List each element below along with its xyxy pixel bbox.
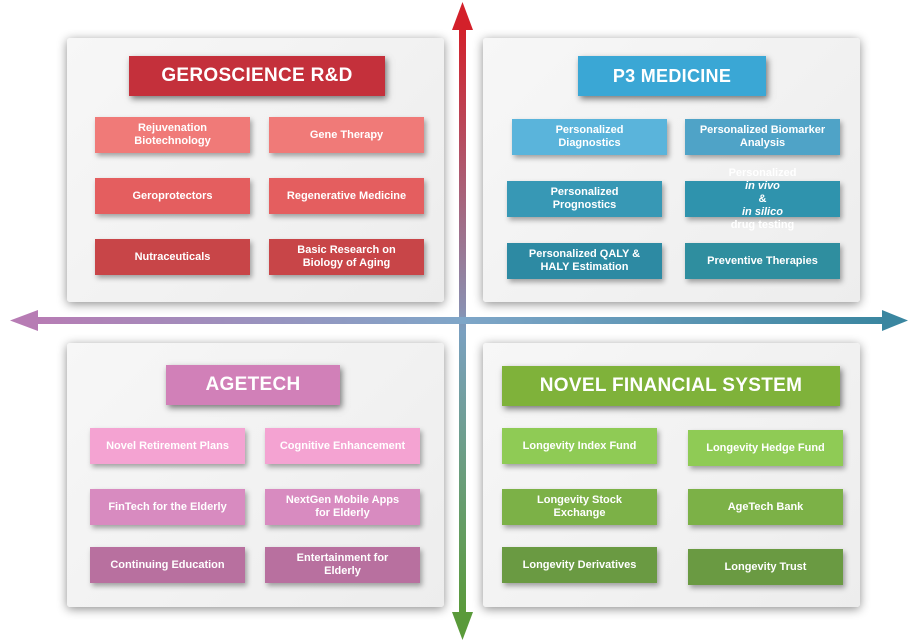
- geroscience-item-nutraceuticals: Nutraceuticals: [95, 239, 250, 275]
- financial-title: NOVEL FINANCIAL SYSTEM: [502, 366, 840, 406]
- axis-arrow-right-icon: [882, 310, 908, 331]
- p3-item-drug-testing: Personalized in vivo & in silico drug te…: [685, 167, 840, 231]
- agetech-item-education: Continuing Education: [90, 547, 245, 583]
- geroscience-item-geroprotectors: Geroprotectors: [95, 178, 250, 214]
- geroscience-item-regenerative-medicine: Regenerative Medicine: [269, 178, 424, 214]
- axis-arrow-up-icon: [452, 2, 473, 30]
- geroscience-item-gene-therapy: Gene Therapy: [269, 117, 424, 153]
- agetech-title: AGETECH: [166, 365, 340, 405]
- axis-arrow-left-icon: [10, 310, 38, 331]
- financial-item-trust: Longevity Trust: [688, 549, 843, 585]
- financial-item-hedge-fund: Longevity Hedge Fund: [688, 430, 843, 466]
- p3-item-preventive: Preventive Therapies: [685, 243, 840, 279]
- horizontal-axis-line: [36, 317, 886, 324]
- p3-title: P3 MEDICINE: [578, 56, 766, 96]
- agetech-item-cognitive: Cognitive Enhancement: [265, 428, 420, 464]
- axis-arrow-down-icon: [452, 612, 473, 640]
- agetech-item-fintech: FinTech for the Elderly: [90, 489, 245, 525]
- p3-item-qaly: Personalized QALY &HALY Estimation: [507, 243, 662, 279]
- financial-item-derivatives: Longevity Derivatives: [502, 547, 657, 583]
- financial-item-agetech-bank: AgeTech Bank: [688, 489, 843, 525]
- agetech-item-retirement: Novel Retirement Plans: [90, 428, 245, 464]
- geroscience-title: GEROSCIENCE R&D: [129, 56, 385, 96]
- financial-item-index-fund: Longevity Index Fund: [502, 428, 657, 464]
